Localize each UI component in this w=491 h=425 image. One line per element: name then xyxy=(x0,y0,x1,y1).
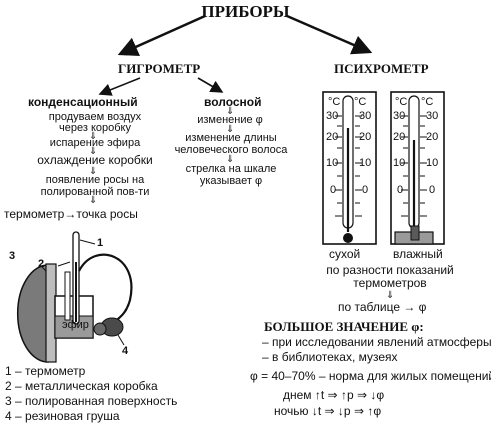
scale-unit-right-a: °C xyxy=(395,96,408,108)
arrow-down-icon: ⇓ xyxy=(386,290,395,301)
psychrometer-note-b: термометров xyxy=(353,276,427,290)
tick-20-right-b: 20 xyxy=(426,131,439,143)
condensation-step-3: охлаждение коробки xyxy=(37,153,153,167)
arrow-down-icon: ⇓ xyxy=(226,124,235,135)
importance-heading: БОЛЬШОЕ ЗНАЧЕНИЕ φ: xyxy=(264,319,424,334)
scale-unit-left-a: °C xyxy=(328,96,341,108)
hygrometer-title: ГИГРОМЕТР xyxy=(118,61,201,76)
condensation-step-1a: продуваем воздух xyxy=(48,111,142,123)
arrow-down-icon: ⇓ xyxy=(226,106,235,117)
arrow-to-condensation xyxy=(98,77,141,96)
psychrometer-note-a: по разности показаний xyxy=(326,263,454,277)
tick-0-right: 0 xyxy=(397,184,404,196)
night-line: ночью ↓t ⇒ ↓p ⇒ ↑φ xyxy=(274,404,382,418)
arrow-down-icon: ⇓ xyxy=(89,166,98,177)
condensation-step-5: термометр→точка росы xyxy=(4,207,138,221)
callout-3: 3 xyxy=(9,250,16,262)
tick-10-right-b: 10 xyxy=(426,157,439,169)
tick-10-left-b: 10 xyxy=(359,157,372,169)
arrow-down-icon: ⇓ xyxy=(89,195,98,206)
hygrometer-figure xyxy=(16,231,133,363)
ether-label: эфир xyxy=(62,319,89,331)
tick-0-right-b: 0 xyxy=(429,184,436,196)
hair-step-2a: изменение длины xyxy=(185,132,277,144)
dry-thermometer-label: сухой xyxy=(329,247,361,261)
scale-unit-right-b: °C xyxy=(421,96,434,108)
psychrometer-figure xyxy=(322,91,445,245)
arrow-down-icon: ⇓ xyxy=(89,146,98,157)
table-line: по таблице → φ xyxy=(338,300,427,314)
tick-10-right: 10 xyxy=(393,157,406,169)
hair-step-3b: указывает φ xyxy=(199,175,263,187)
condensation-step-4b: полированной пов-ти xyxy=(40,186,150,198)
arrow-to-hygrometer xyxy=(117,14,206,56)
callout-1: 1 xyxy=(97,237,104,249)
use-item-1: – при исследовании явлений атмосферы xyxy=(262,335,491,349)
arrow-down-icon: ⇓ xyxy=(89,131,98,142)
tick-30-right: 30 xyxy=(393,110,406,122)
legend-item-1: 1 – термометр xyxy=(5,364,86,378)
callout-4: 4 xyxy=(122,345,129,357)
condensation-title: конденсационный xyxy=(28,95,138,109)
tick-30-left-b: 30 xyxy=(359,110,372,122)
legend-item-3: 3 – полированная поверхность xyxy=(5,394,178,408)
hair-step-1: изменение φ xyxy=(197,114,263,126)
arrow-to-hair xyxy=(197,77,224,93)
arrow-to-psychrometer xyxy=(286,14,373,55)
tick-0-left-b: 0 xyxy=(362,184,369,196)
hair-step-3a: стрелка на шкале xyxy=(185,163,277,175)
scale-unit-left-b: °C xyxy=(354,96,367,108)
page-title: ПРИБОРЫ xyxy=(201,2,290,21)
tick-20-right: 20 xyxy=(393,131,406,143)
tick-20-left: 20 xyxy=(326,131,339,143)
tick-30-right-b: 30 xyxy=(426,110,439,122)
wet-thermometer-label: влажный xyxy=(393,247,443,261)
arrow-down-icon: ⇓ xyxy=(226,154,235,165)
tick-0-left: 0 xyxy=(330,184,337,196)
condensation-step-1b: через коробку xyxy=(59,122,131,134)
condensation-step-4a: появление росы на xyxy=(45,174,145,186)
use-item-2: – в библиотеках, музеях xyxy=(262,350,398,364)
tick-20-left-b: 20 xyxy=(359,131,372,143)
hair-step-2b: человеческого волоса xyxy=(174,144,288,156)
norm-line: φ = 40–70% – норма для жилых помещений xyxy=(250,369,491,383)
legend-item-2: 2 – металлическая коробка xyxy=(5,379,158,393)
legend-item-4: 4 – резиновая груша xyxy=(5,409,120,423)
condensation-step-2: испарение эфира xyxy=(49,137,141,149)
tick-30-left: 30 xyxy=(326,110,339,122)
tick-10-left: 10 xyxy=(326,157,339,169)
callout-2: 2 xyxy=(38,258,45,270)
day-line: днем ↑t ⇒ ↑p ⇒ ↓φ xyxy=(283,388,385,402)
hair-title: волосной xyxy=(204,95,262,109)
psychrometer-title: ПСИХРОМЕТР xyxy=(334,61,429,76)
